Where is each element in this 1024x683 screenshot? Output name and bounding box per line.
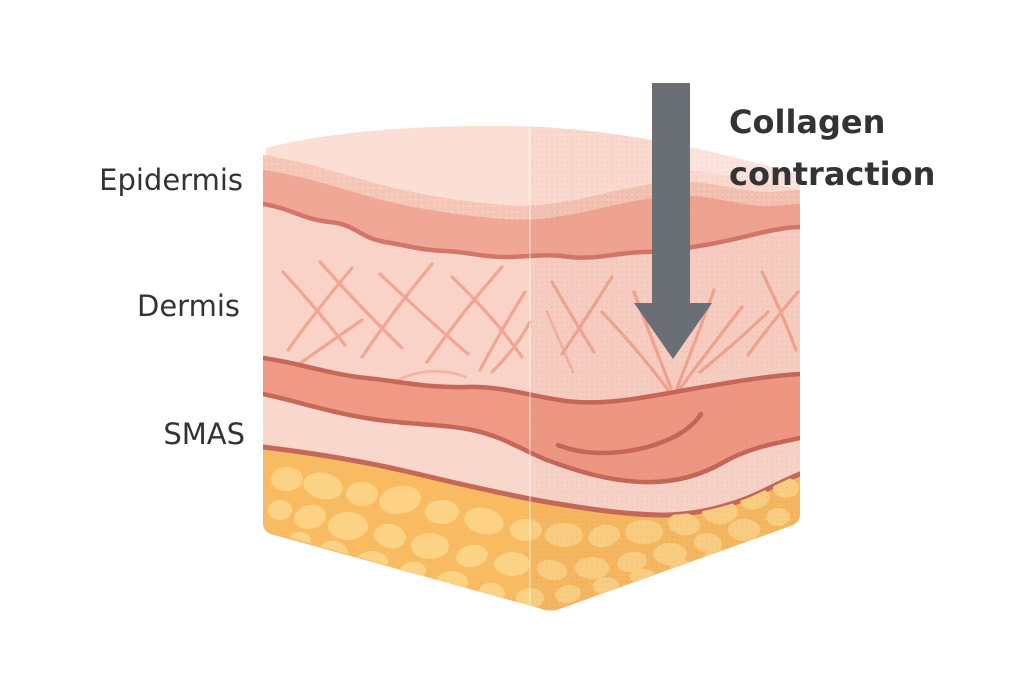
down-arrow-icon	[634, 83, 712, 359]
label-smas: SMAS	[163, 417, 245, 451]
label-dermis: Dermis	[137, 289, 240, 323]
label-epidermis: Epidermis	[99, 163, 243, 197]
annotation-line-1: Collagen	[729, 103, 885, 141]
annotation-line-2: contraction	[729, 155, 935, 193]
annotation-collagen-contraction: Collagen contraction	[729, 103, 935, 193]
skin-block	[263, 125, 800, 611]
